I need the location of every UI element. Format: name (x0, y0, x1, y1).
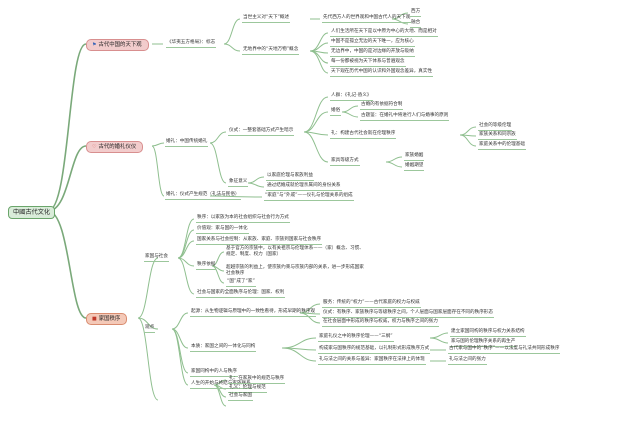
tianxia-node-9[interactable]: 每一份都被视为天下体系与普遍观念 (330, 59, 406, 67)
hunli-node-10[interactable]: 家具等级方式 (330, 158, 360, 166)
jiaguo-node-2[interactable]: 价值观：家与国的一体化 (196, 226, 249, 234)
flag-icon: ⚑ (92, 42, 97, 48)
jiaguo-node-8[interactable]: 社会与国家的全面秩序与伦理：国家、权利 (196, 290, 286, 298)
jiaguo-node-7[interactable]: “国”成了“家” (226, 279, 256, 287)
jiaguo-node-6[interactable]: 超越宗族的利益上，使宗族约束与宗族内部的关系，进一步形成国家社会秩序 (226, 265, 364, 276)
hunli-node-15[interactable]: 通过结婚成就伦理亲属间的身份关系 (266, 183, 342, 191)
branch-tianxia[interactable]: ⚑古代中国的天下观 (86, 39, 149, 51)
jiaguo-node-5[interactable]: 基于官方的宗族中，以有关祖宗与伦理体系——（家）概念、习惯、规定、制度、权力（国… (226, 246, 364, 257)
jiaguo-node-18[interactable]: 构成家与国秩序的规范基础，以礼制形式形成秩序方式 (318, 346, 431, 354)
tianxia-node-2[interactable]: 先代西方人的世界观和中国古代人的天下观 (322, 15, 412, 23)
jiaguo-node-24[interactable]: 礼：在家族中的规范与秩序 (228, 376, 286, 384)
branch-hunli-label: 古代的婚礼仪仪 (98, 144, 137, 150)
jiaguo-node-4[interactable]: 秩序依据 (196, 262, 217, 270)
jiaguo-node-12[interactable]: 仪式：有秩序、家族秩序与等级秩序之间，个人层面与国家层面存在不同的秩序形态 (322, 310, 494, 318)
hunli-node-7[interactable]: 社会的等级伦理 (478, 123, 513, 131)
hunli-node-5[interactable]: 古题鉴：在婚礼中将进行人们与婚事的原则 (360, 113, 450, 121)
tianxia-sub[interactable]: 《华夷五方格局》：标志 (166, 40, 217, 48)
tianxia-node-3[interactable]: 西方 (410, 9, 422, 17)
tianxia-node-1[interactable]: 当世主义对“天下”概述 (242, 15, 291, 23)
hunli-node-1[interactable]: 仪式：一整套基础方式产生暗示 (228, 128, 295, 136)
hunli-node-8[interactable]: 家族关系和同宗族 (478, 132, 517, 140)
jiaguo-node-26[interactable]: 社会与家国 (228, 393, 253, 401)
hunli-node-4[interactable]: 古婚的有依据符合制 (360, 102, 404, 110)
jiaguo-node-19[interactable]: 礼与法之间的关系与差异：家国秩序在法律上的体现 (318, 357, 426, 365)
hunli-node-16[interactable]: 婚礼：仪式产生规范（礼法与民俗） (165, 192, 241, 200)
tianxia-node-7[interactable]: 中国不是孤立无边的天下唯一，应为核心 (330, 39, 415, 47)
jiaguo-node-25[interactable]: 礼义：伦理与规范 (228, 385, 267, 393)
hunli-node-11[interactable]: 家族婚姻 (404, 153, 425, 161)
root-topic[interactable]: 中國古代文化 (8, 206, 56, 219)
hunli-node-2[interactable]: 人群：《礼记·昏义》 (330, 93, 373, 101)
branch-jiaguo-label: 家国秩序 (98, 316, 121, 322)
jiaguo-node-1[interactable]: 秩序：以家族为本的社会组织与社会行为方式 (196, 215, 290, 223)
jiaguo-node-11[interactable]: 服务：传统的“权力”——古代家庭的权力与权威 (322, 300, 421, 308)
heart-icon: ♡ (92, 144, 97, 150)
jiaguo-node-23[interactable]: 人生的开始与终结与家族联系 (190, 381, 252, 389)
branch-hunli[interactable]: ♡古代的婚礼仪仪 (86, 141, 144, 153)
shield-icon: ■ (92, 316, 97, 322)
hunli-node-13[interactable]: 象征意义 (228, 179, 249, 187)
jiaguo-node-20[interactable]: 古代家与国中的“秩序”——以法度与礼法共同形成秩序 (448, 346, 561, 354)
hunli-node-14[interactable]: 以家庭伦理与家族利益 (266, 173, 314, 181)
branch-jiaguo[interactable]: ■家国秩序 (86, 313, 128, 325)
hunli-node-17[interactable]: “家庭”与“外戚”——仪礼与伦理关系的组成 (264, 193, 354, 201)
tianxia-node-10[interactable]: 天下观在历代中国的认识和外国观念差异，真实性 (330, 69, 434, 77)
hunli-node-6[interactable]: 礼：构建古代社会就在伦理秩序 (330, 131, 397, 139)
tianxia-node-5[interactable]: 无地界中的“天地万物”概念 (242, 47, 300, 55)
jiaguo-node-9[interactable]: 观点 (144, 325, 156, 333)
jiaguo-node-21[interactable]: 礼与法之间的张力 (448, 357, 487, 365)
jiaguo-node-13[interactable]: 在社会层面中形成的秩序与权威，权力与秩序之间的张力 (322, 319, 439, 327)
hunli-node-0[interactable]: 婚礼：中国传统婚礼 (165, 139, 209, 147)
tianxia-node-6[interactable]: 人们生活所在天下是以中原为中心的大地、而是相对 (330, 29, 438, 37)
jiaguo-node-3[interactable]: 国家关系与社会控制：从家族、家庭、宗族到国家与社会秩序 (196, 237, 323, 245)
jiaguo-node-15[interactable]: 家庭礼仪之中的秩序伦理——“三纲” (318, 334, 394, 342)
jiaguo-node-22[interactable]: 家国同构中的人与秩序 (190, 369, 238, 377)
jiaguo-node-14[interactable]: 本质：家国之间的一体化与同构 (190, 344, 257, 352)
hunli-node-12[interactable]: 婚姻期望 (404, 163, 425, 171)
jiaguo-node-17[interactable]: 家与国的伦理秩序关系的再生产 (450, 339, 517, 347)
jiaguo-node-16[interactable]: 建立家国同构的秩序与权力关系结构 (450, 329, 526, 337)
jiaguo-node-10[interactable]: 起源：从生物逻辑与原理中的一致性看待，形成早期的秩序观 (190, 309, 317, 317)
hunli-node-9[interactable]: 家庭关系中的伦理基础 (478, 142, 526, 150)
hunli-node-3[interactable]: 婚俗 (330, 108, 342, 116)
jiaguo-node-0[interactable]: 家国与社会 (144, 254, 169, 262)
branch-tianxia-label: 古代中国的天下观 (98, 42, 142, 48)
tianxia-node-4[interactable]: 融合 (410, 20, 422, 28)
tianxia-node-8[interactable]: 无边界中，中国的是对边缘的开放与吸纳 (330, 49, 415, 57)
